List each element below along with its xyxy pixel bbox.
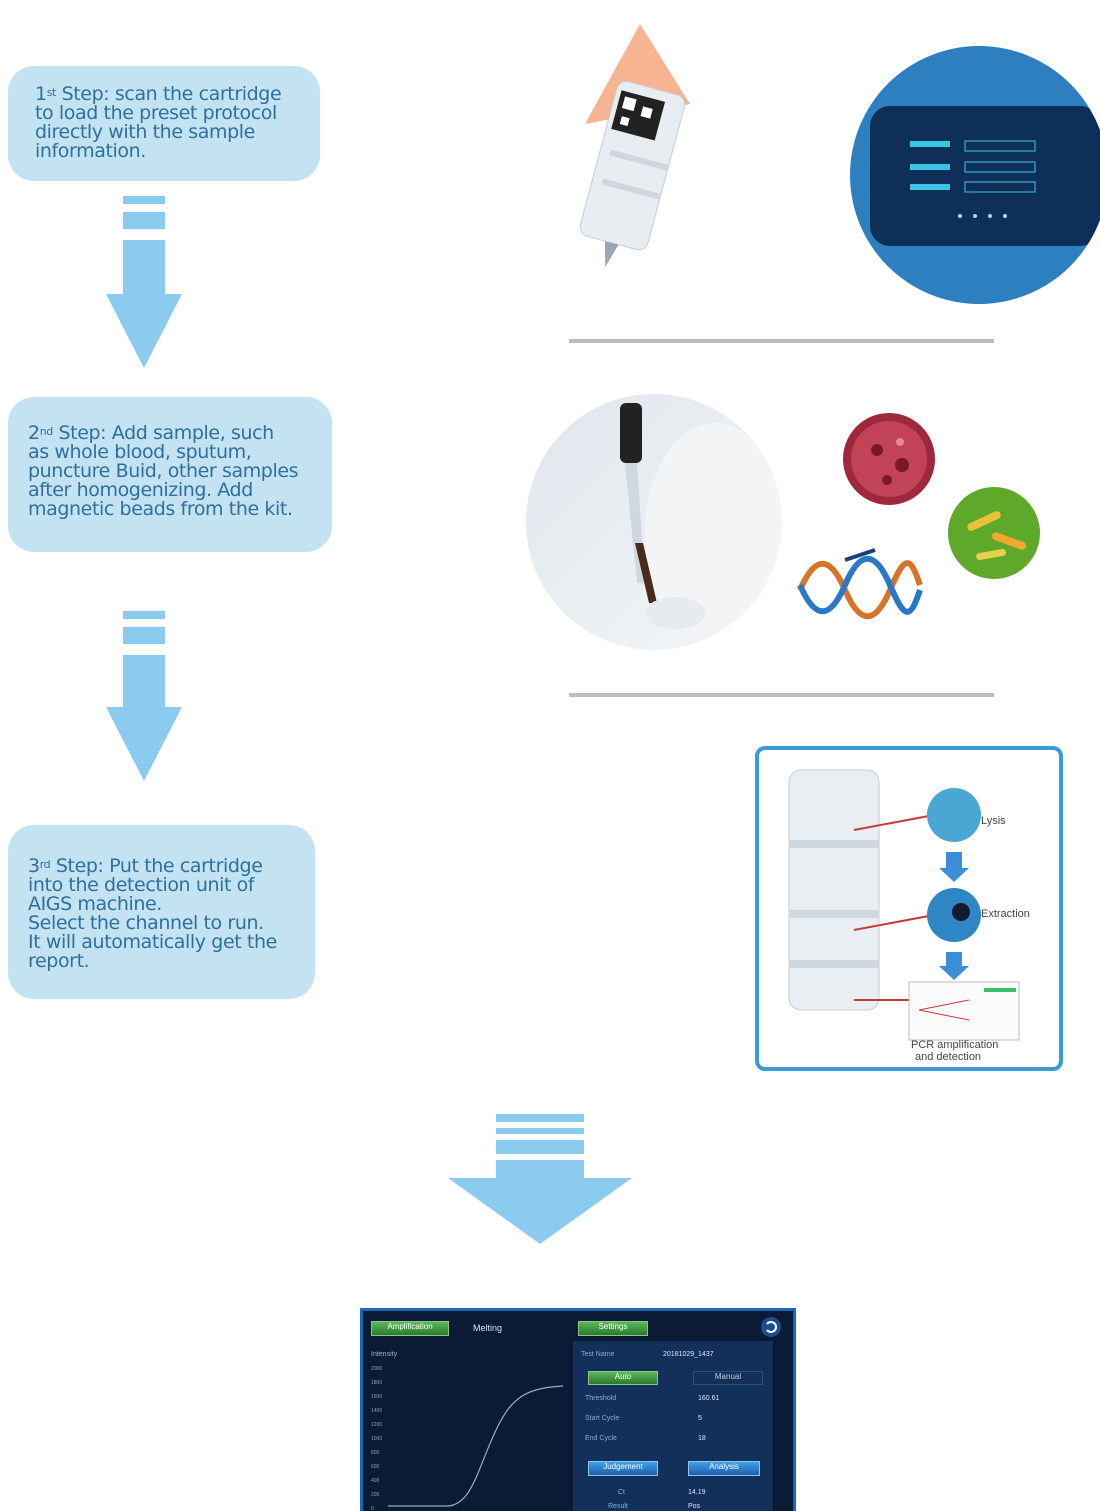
step-2-box: 2nd Step: Add sample, such as whole bloo… xyxy=(8,397,332,552)
step-3-line-2: into the detection unit of xyxy=(28,874,255,896)
y-tick-label: 1800 xyxy=(371,1380,383,1386)
pcr-label-line-1: PCR amplification xyxy=(911,1039,999,1051)
step-3-line-5: It will automatically get the xyxy=(28,931,277,953)
tab-amplification[interactable]: Amplification xyxy=(371,1321,449,1336)
cartridge-image xyxy=(788,769,1020,1041)
threshold-value: 160.61 xyxy=(698,1395,720,1402)
y-axis-title: Intensity xyxy=(371,1351,398,1358)
pipette-sample-image xyxy=(526,394,782,650)
virus-image xyxy=(843,413,935,505)
ct-label: Ct xyxy=(618,1489,625,1496)
y-tick-label: 1000 xyxy=(371,1436,383,1442)
result-value: Pos xyxy=(688,1503,701,1510)
y-tick-label: 600 xyxy=(371,1464,380,1470)
analysis-button[interactable]: Analysis xyxy=(688,1461,760,1476)
tab-melting[interactable]: Melting xyxy=(473,1323,503,1333)
step-2-line-4: after homogenizing. Add xyxy=(28,479,253,501)
cartridge-scan-image xyxy=(579,24,690,268)
step-3-line-1: 3rd Step: Put the cartridge xyxy=(28,855,263,877)
y-tick-label: 0 xyxy=(371,1506,374,1511)
step-2-line-1: 2nd Step: Add sample, such xyxy=(28,422,274,444)
back-icon[interactable] xyxy=(759,1315,783,1339)
result-label: Result xyxy=(608,1503,628,1510)
threshold-label: Threshold xyxy=(585,1395,617,1402)
y-tick-label: 800 xyxy=(371,1450,380,1456)
device-screen-image xyxy=(850,46,1100,304)
step-3-line-6: report. xyxy=(28,950,90,972)
step-3-box: 3rd Step: Put the cartridge into the det… xyxy=(8,825,315,999)
analysis-software-screen: Amplification Melting Settings Intensity… xyxy=(360,1308,796,1511)
auto-button[interactable]: Auto xyxy=(588,1371,658,1385)
step-2-line-3: puncture Buid, other samples xyxy=(28,460,299,482)
down-arrow-icon xyxy=(106,196,182,368)
step-1-box: 1st Step: scan the cartridge to load the… xyxy=(8,66,320,181)
test-name-value: 20181029_1437 xyxy=(663,1351,714,1358)
step-1-line-1: 1st Step: scan the cartridge xyxy=(35,83,282,105)
amplification-curve xyxy=(388,1385,563,1507)
y-tick-label: 400 xyxy=(371,1478,380,1484)
y-tick-label: 1400 xyxy=(371,1408,383,1414)
end-cycle-label: End Cycle xyxy=(585,1435,617,1442)
pcr-label-line-2: and detection xyxy=(915,1051,982,1063)
manual-button[interactable]: Manual xyxy=(693,1371,763,1385)
extraction-label: Extraction xyxy=(981,908,1030,920)
step-3-line-3: AIGS machine. xyxy=(28,893,162,915)
y-tick-label: 200 xyxy=(371,1492,380,1498)
step-1-line-2: to load the preset protocol xyxy=(35,102,277,124)
step-1-line-4: information. xyxy=(35,140,146,162)
step-3-line-4: Select the channel to run. xyxy=(28,912,264,934)
test-name-label: Test Name xyxy=(581,1351,615,1358)
start-cycle-label: Start Cycle xyxy=(585,1415,620,1422)
cartridge-process-diagram: Lysis Extraction PCR amplification and d… xyxy=(755,746,1063,1071)
lysis-label: Lysis xyxy=(981,815,1006,827)
y-tick-label: 1200 xyxy=(371,1422,383,1428)
tab-settings[interactable]: Settings xyxy=(578,1321,648,1336)
down-arrow-icon xyxy=(448,1114,632,1244)
down-arrow-icon xyxy=(106,611,182,781)
divider xyxy=(569,339,994,343)
step-2-line-2: as whole blood, sputum, xyxy=(28,441,252,463)
start-cycle-value: 5 xyxy=(698,1415,702,1422)
bacteria-image xyxy=(948,487,1040,579)
dna-image xyxy=(797,548,923,620)
settings-panel xyxy=(573,1341,773,1511)
y-tick-label: 2000 xyxy=(371,1366,383,1372)
judgement-button[interactable]: Judgement xyxy=(588,1461,658,1476)
step-1-line-3: directly with the sample xyxy=(35,121,255,143)
end-cycle-value: 18 xyxy=(698,1435,706,1442)
ct-value: 14.19 xyxy=(688,1489,706,1496)
y-tick-label: 1600 xyxy=(371,1394,383,1400)
step-2-line-5: magnetic beads from the kit. xyxy=(28,498,293,520)
divider xyxy=(569,693,994,697)
